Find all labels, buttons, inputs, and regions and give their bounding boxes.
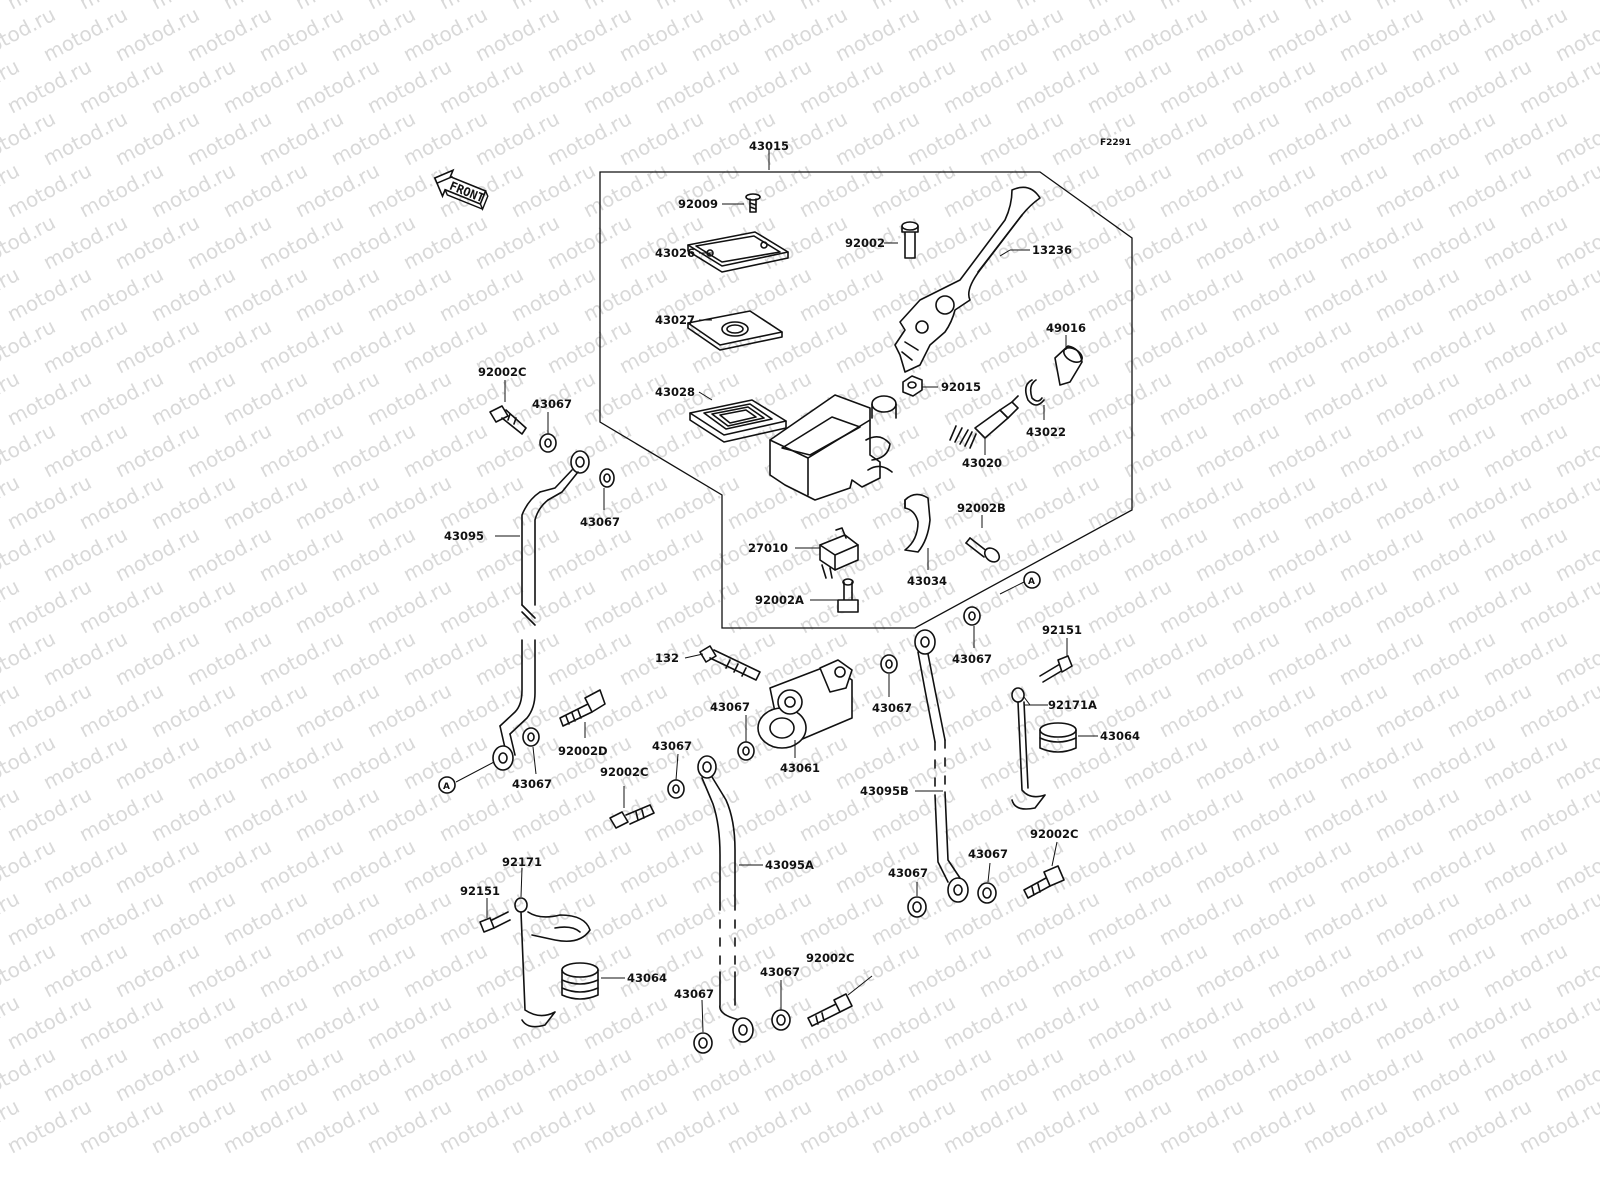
label-92002: 92002 xyxy=(845,236,885,250)
label-43026: 43026 xyxy=(655,246,695,260)
banjo-bolt-92002D xyxy=(559,689,606,727)
label-43067-e: 43067 xyxy=(872,701,912,715)
label-43064-a: 43064 xyxy=(1100,729,1140,743)
holder-43034 xyxy=(904,493,931,553)
label-92151-b: 92151 xyxy=(460,884,500,898)
leader-lines xyxy=(455,150,1098,1033)
label-43028: 43028 xyxy=(655,385,695,399)
brake-hose-43095A xyxy=(697,755,754,1043)
bolt-92002B xyxy=(965,537,1001,563)
label-92151-a: 92151 xyxy=(1042,623,1082,637)
svg-text:A: A xyxy=(1028,577,1035,587)
bolt-92002C-left-top xyxy=(489,405,527,435)
label-92002C-d: 92002C xyxy=(1030,827,1078,841)
screw-92002A xyxy=(837,578,859,613)
damper-43064-right xyxy=(1039,722,1077,753)
label-43067-a: 43067 xyxy=(532,397,572,411)
master-cylinder-body xyxy=(769,394,897,501)
label-43067-c: 43067 xyxy=(952,652,992,666)
label-43022: 43022 xyxy=(1026,425,1066,439)
bolt-92002C-lower xyxy=(807,993,853,1027)
washer-43067-g xyxy=(693,1032,713,1054)
label-43067-k: 43067 xyxy=(968,847,1008,861)
label-27010: 27010 xyxy=(748,541,788,555)
label-92002B: 92002B xyxy=(957,501,1006,515)
label-43067-g: 43067 xyxy=(652,739,692,753)
label-132: 132 xyxy=(655,651,679,665)
clamp-92171A xyxy=(1011,687,1046,810)
washer-43067-h xyxy=(771,1009,791,1031)
label-92002C-b: 92002C xyxy=(600,765,648,779)
label-43067-h: 43067 xyxy=(674,987,714,1001)
diaphragm-43028 xyxy=(689,399,787,443)
brake-hose-43095B xyxy=(914,629,969,903)
label-49016: 49016 xyxy=(1046,321,1086,335)
label-43095A: 43095A xyxy=(765,858,814,872)
switch-27010 xyxy=(819,527,859,579)
label-92002C-c: 92002C xyxy=(806,951,854,965)
svg-text:A: A xyxy=(443,782,450,792)
label-43064-b: 43064 xyxy=(627,971,667,985)
bolt-92151-left xyxy=(479,911,511,933)
figure-code: F2291 xyxy=(1100,138,1131,148)
label-43067-b: 43067 xyxy=(580,515,620,529)
washer-43067-f xyxy=(667,779,685,799)
label-43034: 43034 xyxy=(907,574,947,588)
assembly-boundary xyxy=(599,171,1133,629)
reservoir-cap-43026 xyxy=(687,231,789,273)
bolt-92002C-center xyxy=(609,804,655,829)
label-43095B: 43095B xyxy=(860,784,909,798)
label-43067-j: 43067 xyxy=(888,866,928,880)
bolt-92002 xyxy=(901,221,919,259)
label-13236: 13236 xyxy=(1032,243,1072,257)
label-92171A: 92171A xyxy=(1048,698,1097,712)
label-43095: 43095 xyxy=(444,529,484,543)
label-92015: 92015 xyxy=(941,380,981,394)
damper-43064-left xyxy=(561,962,599,1000)
label-92009: 92009 xyxy=(678,197,718,211)
circlip-43022 xyxy=(1024,379,1045,406)
label-43015: 43015 xyxy=(749,139,789,153)
nut-92015 xyxy=(902,375,923,397)
piston-43020 xyxy=(949,395,1019,449)
washer-43067-k xyxy=(977,882,997,904)
label-43061: 43061 xyxy=(780,761,820,775)
label-92002A: 92002A xyxy=(755,593,804,607)
washer-43067-j xyxy=(907,896,927,918)
ref-A-left: A xyxy=(438,776,456,794)
brake-hose-43095 xyxy=(492,450,590,771)
screw-92009 xyxy=(745,193,761,213)
washer-43067-d xyxy=(737,741,755,761)
part-labels: 43015 92009 43026 43027 43028 92002 1323… xyxy=(444,139,1140,1001)
bolt-92151-right xyxy=(1039,655,1073,683)
ref-A-right: A xyxy=(1023,571,1041,589)
label-92002C-a: 92002C xyxy=(478,365,526,379)
label-43027: 43027 xyxy=(655,313,695,327)
label-92171: 92171 xyxy=(502,855,542,869)
washer-43067-c xyxy=(522,727,540,747)
clamp-92171 xyxy=(514,897,591,1028)
washer-43067-e xyxy=(880,654,898,674)
label-43067-i: 43067 xyxy=(760,965,800,979)
label-43020: 43020 xyxy=(962,456,1002,470)
bolt-132 xyxy=(699,645,761,681)
washer-43067-b xyxy=(599,468,615,488)
label-92002D: 92002D xyxy=(558,744,608,758)
slave-cylinder-43061 xyxy=(757,659,853,749)
washer-43067-i xyxy=(963,606,981,626)
washer-43067-a xyxy=(539,433,557,453)
boot-49016 xyxy=(1054,345,1083,386)
bolt-92002C-right xyxy=(1023,865,1065,899)
lever-13236 xyxy=(894,186,1041,373)
label-43067-d: 43067 xyxy=(710,700,750,714)
label-43067-f: 43067 xyxy=(512,777,552,791)
watermark-layer: motod.rumotod.rumotod.rumotod.rumotod.ru… xyxy=(0,0,1600,1158)
